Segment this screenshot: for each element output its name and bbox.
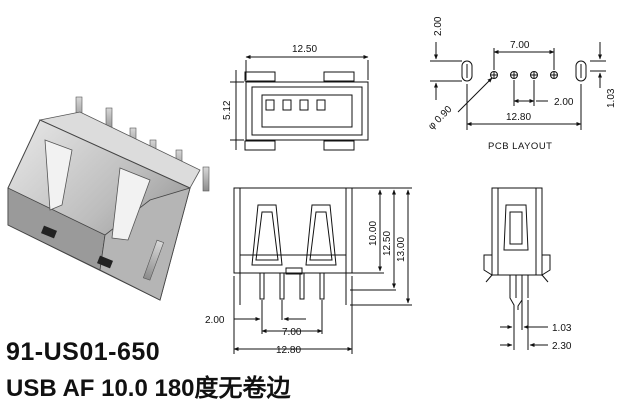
front-pitch-outer: 7.00	[282, 327, 302, 338]
svg-text:φ 0.90: φ 0.90	[426, 104, 454, 132]
connector-render	[7, 96, 210, 301]
top-view-height: 5.12	[222, 100, 233, 120]
top-view-width: 12.50	[292, 44, 317, 55]
pcb-layout	[430, 42, 606, 130]
front-pin-pitch: 2.00	[205, 315, 225, 326]
part-number: 91-US01-650	[6, 338, 161, 366]
front-height-12-5: 12.50	[382, 231, 393, 256]
pcb-pitch-inner: 2.00	[554, 97, 574, 108]
pcb-hole-diameter: 0.90	[433, 104, 455, 126]
top-view	[230, 55, 369, 151]
pcb-offset: 1.03	[606, 88, 617, 108]
front-total-width: 12.80	[276, 345, 301, 356]
side-view	[483, 187, 551, 350]
side-width: 2.30	[552, 341, 572, 352]
pcb-slot-height: 2.00	[433, 16, 444, 36]
front-height-13: 13.00	[396, 237, 407, 262]
side-offset: 1.03	[552, 323, 572, 334]
front-view	[233, 187, 412, 354]
pcb-total-width: 12.80	[506, 112, 531, 123]
part-description: USB AF 10.0 180度无卷边	[6, 375, 291, 402]
pcb-layout-label: PCB LAYOUT	[488, 141, 552, 152]
front-height-10: 10.00	[368, 221, 379, 246]
pcb-pitch-outer: 7.00	[510, 40, 530, 51]
